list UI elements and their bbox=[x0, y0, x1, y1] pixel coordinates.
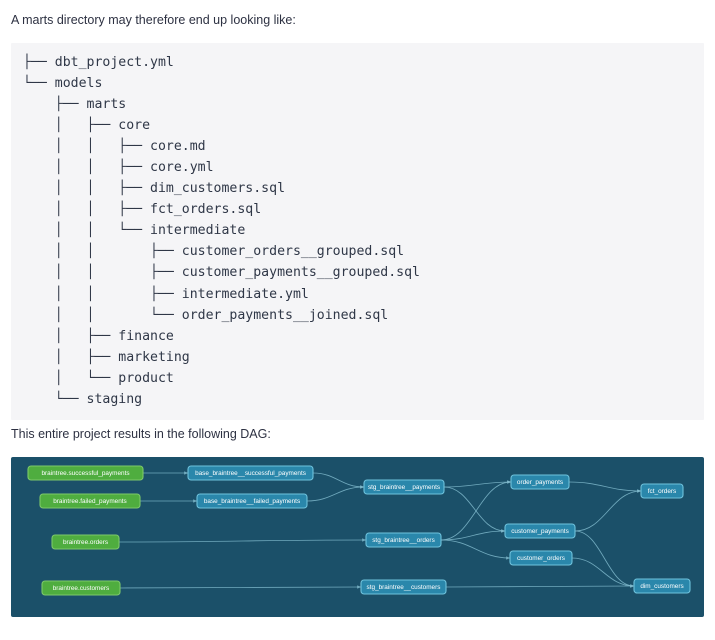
dag-node-label: stg_braintree__orders bbox=[372, 537, 435, 544]
dag-edge-group bbox=[118, 470, 642, 589]
dag-node-box[interactable] bbox=[365, 532, 442, 548]
dag-node-box[interactable] bbox=[363, 479, 445, 495]
dag-edge bbox=[568, 481, 642, 493]
dag-node-box[interactable] bbox=[51, 534, 120, 550]
dag-node-label: braintree.failed_payments bbox=[53, 498, 127, 505]
dag-node-box[interactable] bbox=[504, 523, 576, 539]
dag-edge bbox=[119, 584, 362, 589]
dag-node-base_braintree_failed_payments[interactable]: base_braintree__failed_payments bbox=[196, 493, 308, 509]
dag-node-label: base_braintree__failed_payments bbox=[204, 498, 300, 505]
dag-node-label: stg_braintree__payments bbox=[368, 484, 440, 491]
dag-node-braintree_customers[interactable]: braintree.customers bbox=[41, 580, 121, 596]
dag-node-label: base_braintree__successful_payments bbox=[195, 470, 306, 477]
dag-node-label: customer_payments bbox=[511, 528, 569, 535]
dag-edge bbox=[118, 537, 367, 543]
dag-node-fct_orders[interactable]: fct_orders bbox=[640, 483, 684, 499]
dag-graph: braintree.successful_payments braintree.f… bbox=[27, 465, 691, 596]
dag-node-base_braintree_successful_payments[interactable]: base_braintree__successful_payments bbox=[187, 465, 314, 481]
dag-node-label: stg_braintree__customers bbox=[367, 584, 441, 591]
dag-node-stg_braintree_payments[interactable]: stg_braintree__payments bbox=[363, 479, 445, 495]
dag-node-box[interactable] bbox=[510, 474, 570, 490]
dag-node-customer_orders[interactable]: customer_orders bbox=[509, 550, 573, 566]
dag-node-box[interactable] bbox=[360, 579, 447, 595]
dag-node-order_payments[interactable]: order_payments bbox=[510, 474, 570, 490]
dag-edge bbox=[306, 484, 365, 502]
directory-tree-text: ├── dbt_project.yml └── models ├── marts… bbox=[23, 54, 420, 408]
dag-node-customer_payments[interactable]: customer_payments bbox=[504, 523, 576, 539]
dag-node-box[interactable] bbox=[187, 465, 314, 481]
dag-node-stg_braintree_customers[interactable]: stg_braintree__customers bbox=[360, 579, 447, 595]
dag-edge bbox=[571, 557, 635, 588]
dag-node-stg_braintree_orders[interactable]: stg_braintree__orders bbox=[365, 532, 442, 548]
dag-node-braintree_failed_payments[interactable]: braintree.failed_payments bbox=[39, 493, 141, 509]
dag-node-label: order_payments bbox=[517, 479, 563, 486]
dag-edge bbox=[574, 488, 642, 532]
dag-node-box[interactable] bbox=[196, 493, 308, 509]
dag-edge bbox=[440, 539, 511, 560]
dag-node-braintree_orders[interactable]: braintree.orders bbox=[51, 534, 120, 550]
dag-node-box[interactable] bbox=[633, 578, 691, 594]
dag-node-box[interactable] bbox=[640, 483, 684, 499]
dag-edge bbox=[440, 528, 506, 541]
dag-node-box[interactable] bbox=[27, 465, 144, 481]
dag-edge bbox=[443, 479, 512, 488]
dag-node-box[interactable] bbox=[41, 580, 121, 596]
dag-node-label: fct_orders bbox=[648, 488, 676, 495]
dag-node-braintree_successful_payments[interactable]: braintree.successful_payments bbox=[27, 465, 144, 481]
dag-diagram-panel: braintree.successful_payments braintree.f… bbox=[11, 456, 704, 617]
dag-node-label: dim_customers bbox=[640, 583, 683, 590]
dag-edge bbox=[440, 479, 512, 541]
dag-edge bbox=[574, 530, 635, 588]
directory-tree-code-block: ├── dbt_project.yml └── models ├── marts… bbox=[11, 42, 704, 421]
dag-node-dim_customers[interactable]: dim_customers bbox=[633, 578, 691, 594]
dag-node-box[interactable] bbox=[509, 550, 573, 566]
dag-edge bbox=[312, 472, 365, 489]
dag-node-label: braintree.successful_payments bbox=[41, 470, 129, 477]
dag-edge bbox=[445, 583, 635, 588]
intro-paragraph-dag: This entire project results in the follo… bbox=[11, 427, 271, 442]
dag-node-box[interactable] bbox=[39, 493, 141, 509]
dag-node-label: customer_orders bbox=[517, 555, 565, 562]
intro-paragraph-marts: A marts directory may therefore end up l… bbox=[11, 13, 296, 27]
dag-node-label: braintree.orders bbox=[63, 539, 108, 546]
dag-node-label: braintree.customers bbox=[53, 585, 109, 592]
dag-edge bbox=[443, 486, 506, 533]
